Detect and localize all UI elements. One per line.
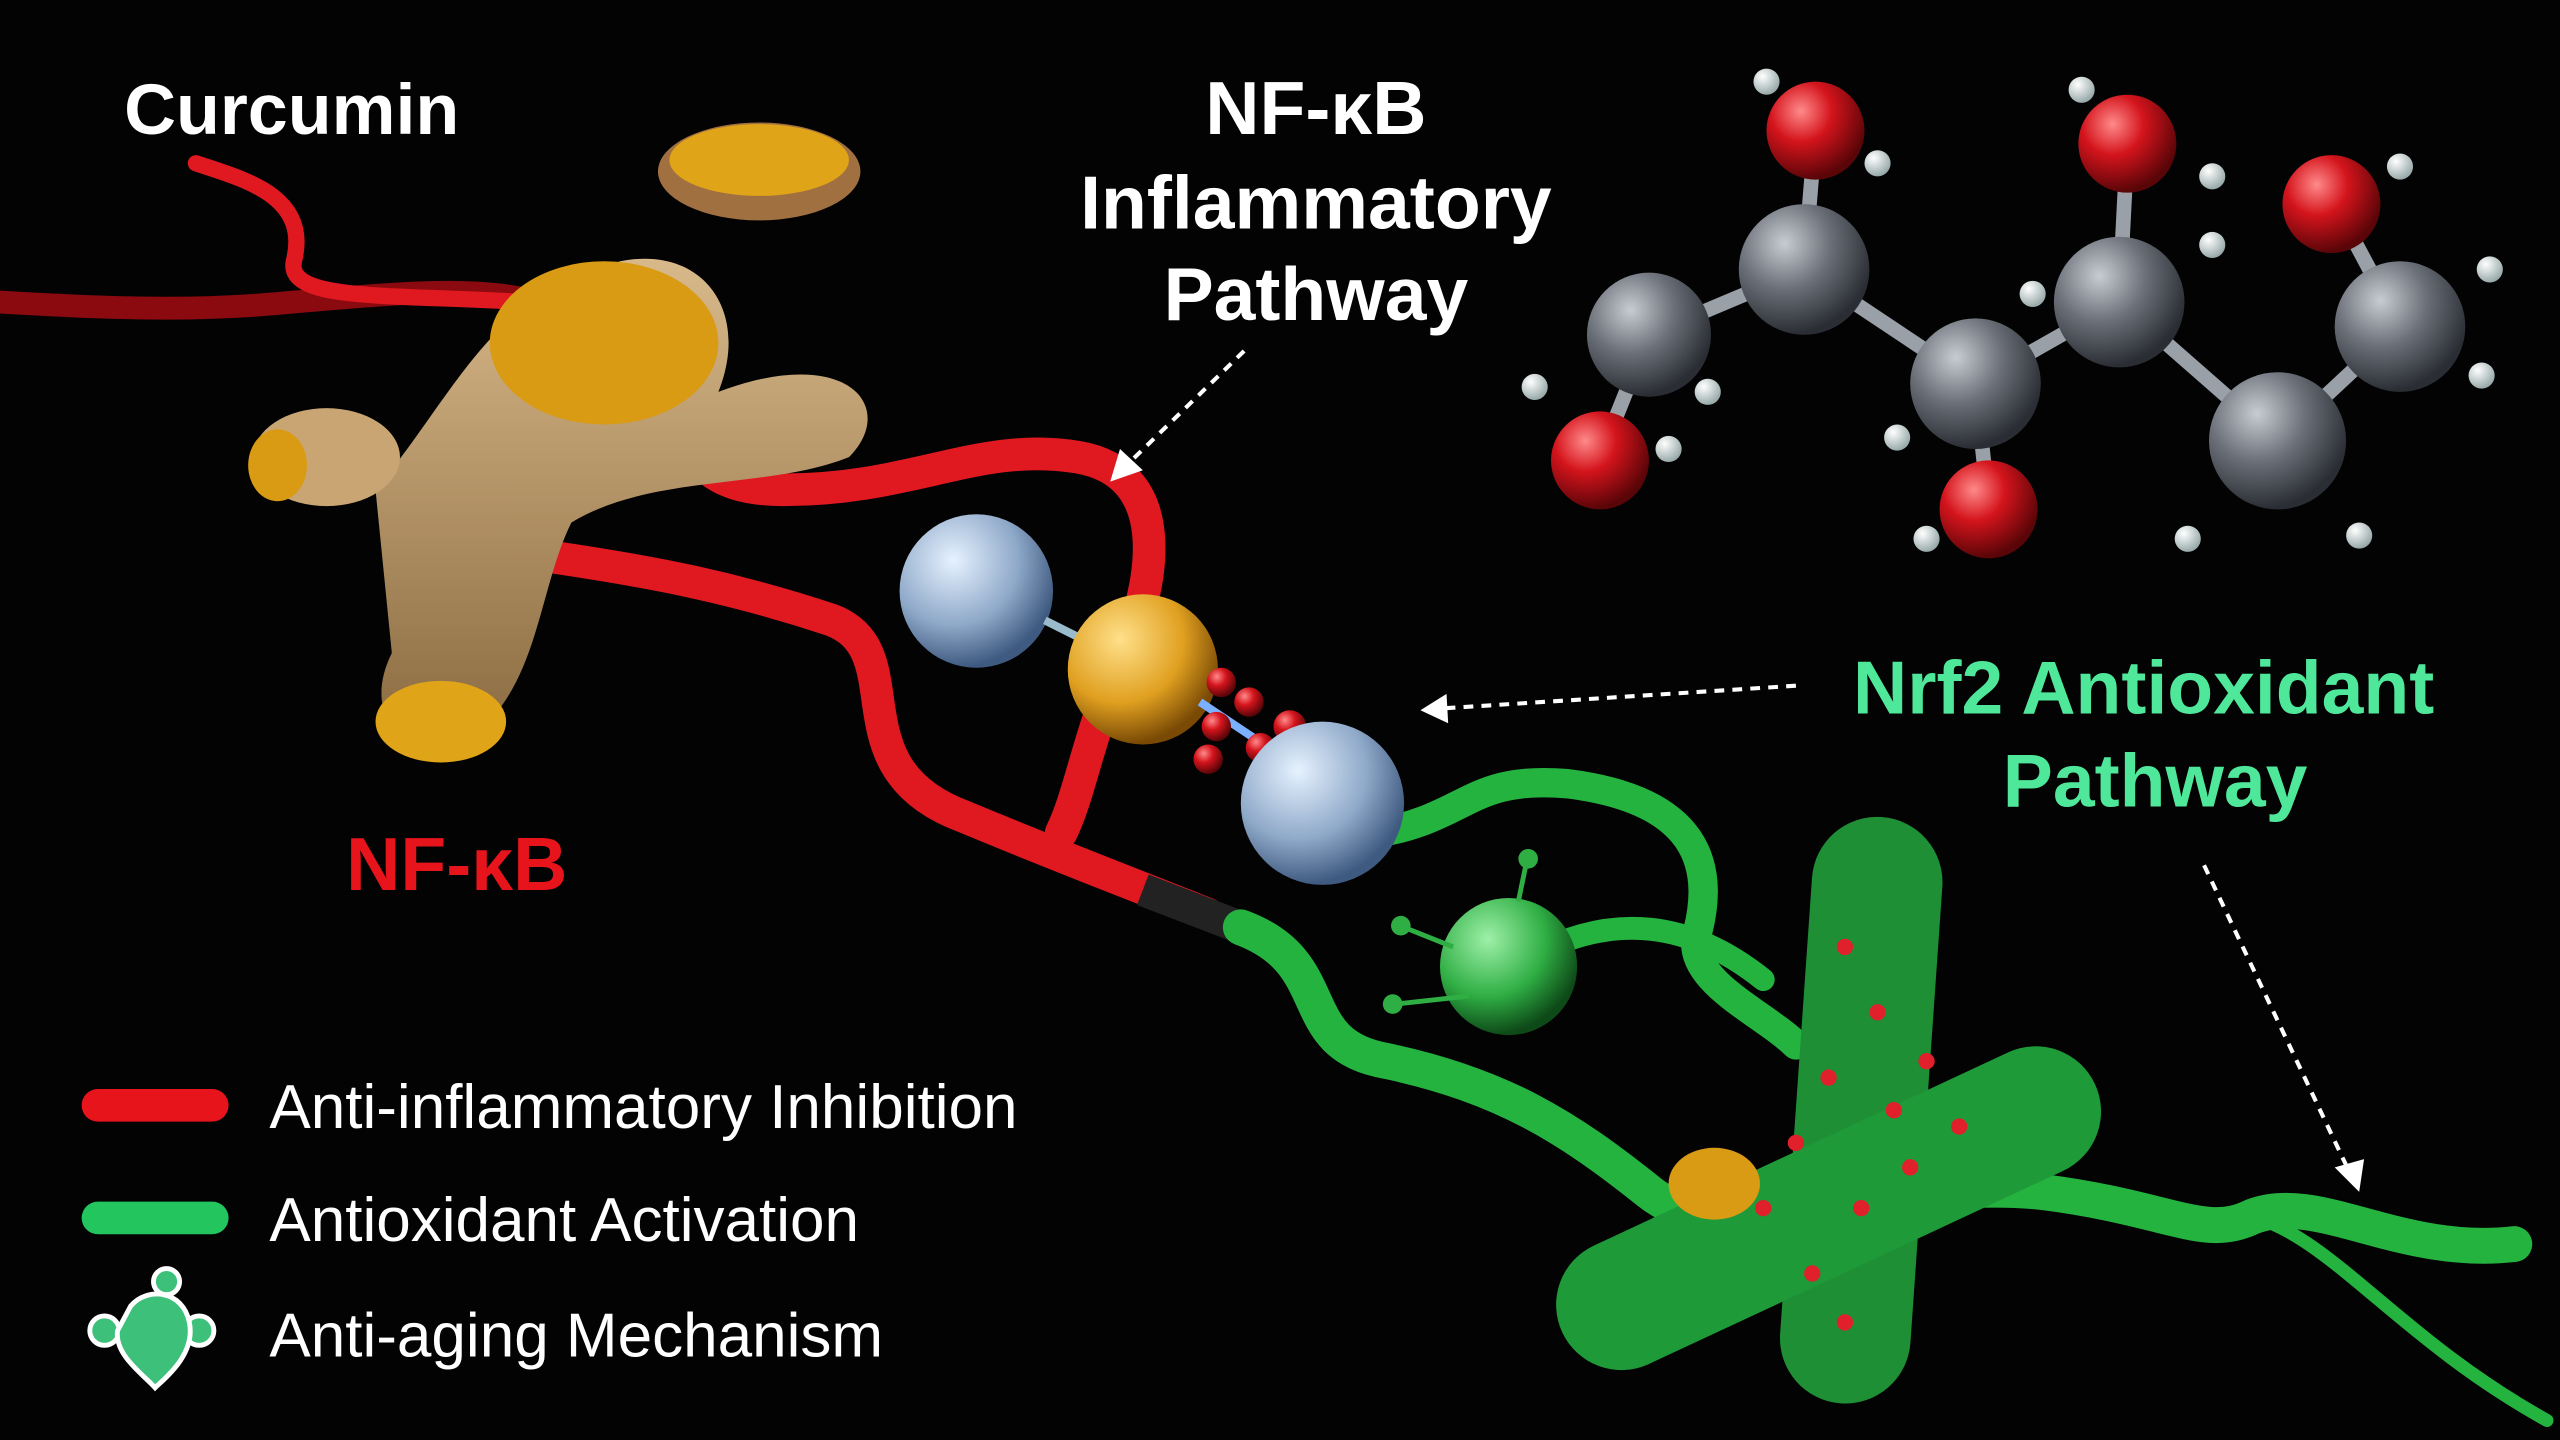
curcumin-molecule-model — [1521, 68, 2503, 559]
nfkb-pathway-line-2: Inflammatory — [1080, 161, 1552, 245]
nrf2-pathway-line-2: Pathway — [2003, 739, 2308, 823]
nfkb-pathway-line-3: Pathway — [1164, 252, 1469, 336]
arrow-to-nrf2-complex — [1439, 683, 1797, 711]
green-tube-swatch — [81, 1201, 229, 1235]
protein-complex — [899, 514, 1578, 1036]
nfkb-pathway-line-1: NF-κB — [1205, 66, 1426, 150]
red-tube-swatch — [81, 1088, 229, 1122]
legend-item-anti-aging: Anti-aging Mechanism — [87, 1266, 883, 1392]
legend-item-antioxidant: Antioxidant Activation — [81, 1186, 859, 1255]
turmeric-root — [248, 122, 868, 763]
arrow-heads — [1110, 448, 2365, 1192]
nrf2-pathway-line-1: Nrf2 Antioxidant — [1853, 645, 2434, 729]
green-cell-icon — [87, 1266, 217, 1392]
nfkb-label: NF-κB — [346, 822, 567, 906]
green-cellular-structure — [1556, 816, 2102, 1404]
nfkb-pathway-label: NF-κB Inflammatory Pathway — [1080, 66, 1552, 336]
legend-label: Antioxidant Activation — [269, 1186, 859, 1255]
nrf2-pathway-label: Nrf2 Antioxidant Pathway — [1853, 645, 2434, 822]
legend-item-anti-inflammatory: Anti-inflammatory Inhibition — [81, 1073, 1018, 1142]
legend-label: Anti-inflammatory Inhibition — [269, 1073, 1017, 1142]
legend: Anti-inflammatory Inhibition Antioxidant… — [81, 1073, 1018, 1392]
arrow-to-nfkb-pathway — [1125, 349, 1246, 467]
pointer-arrows — [1125, 349, 2353, 1177]
curcumin-label: Curcumin — [124, 70, 459, 150]
arrow-to-nrf2-end — [2202, 864, 2353, 1177]
legend-label: Anti-aging Mechanism — [269, 1302, 883, 1371]
